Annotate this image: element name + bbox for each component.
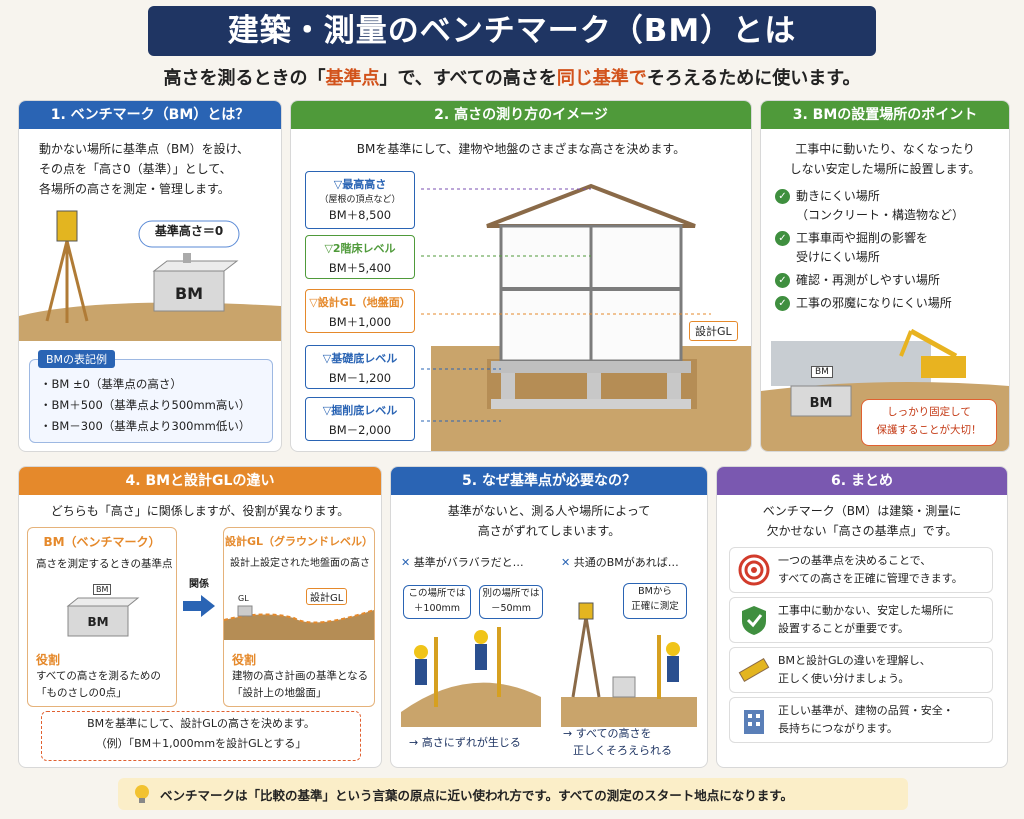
level-excavation-bottom: ▽掘削底レベル BM－2,000: [305, 397, 415, 441]
bubble-accurate: BMから正確に測定: [623, 583, 687, 619]
bm-illustration: [19, 210, 281, 341]
check-icon: ✓: [775, 273, 790, 288]
notation-line: ・BM ±0（基準点の高さ）: [40, 377, 182, 391]
summary-item: 一つの基準点を決めることで、すべての高さを正確に管理できます。: [729, 547, 993, 593]
building-icon: [744, 710, 764, 734]
protect-note: しっかり固定して保護することが大切！: [861, 399, 997, 446]
point-item: ✓工事車両や掘削の影響を: [775, 229, 964, 248]
surveyor-comparison-illustration: [401, 602, 697, 727]
location-points: ✓動きにくい場所 （コンクリート・構造物など） ✓工事車両や掘削の影響を 受けに…: [775, 187, 964, 313]
ruler-icon: [738, 657, 770, 683]
level-foundation-bottom: ▽基礎底レベル BM－1,200: [305, 345, 415, 389]
design-gl-tag: 設計GL: [689, 321, 738, 341]
check-icon: ✓: [775, 296, 790, 311]
panel-header: 5. なぜ基準点が必要なの？: [391, 467, 707, 495]
panel-height-image: 2. 高さの測り方のイメージ BMを基準にして、建物や地盤のさまざまな高さを決め…: [290, 100, 752, 452]
check-icon: ✓: [775, 231, 790, 246]
panel-lead: BMを基準にして、建物や地盤のさまざまな高さを決めます。: [356, 142, 686, 156]
bm-block-label: BM: [174, 284, 204, 303]
panel-lead: 基準がないと、測る人や場所によって高さがずれてしまいます。: [447, 504, 651, 538]
definition-text: 動かない場所に基準点（BM）を設け、その点を「高さ0（基準）」として、各場所の高…: [39, 142, 249, 196]
bm-card: BM（ベンチマーク） 高さを測定するときの基準点 BM BM 役割 すべての高さ…: [27, 527, 177, 707]
level-max-height: ▽最高高さ （屋根の頂点など） BM＋8,500: [305, 171, 415, 229]
panel-summary: 6. まとめ ベンチマーク（BM）は建築・測量に欠かせない「高さの基準点」です。…: [716, 466, 1008, 768]
level-design-gl: ▽設計GL（地盤面） BM＋1,000: [305, 289, 415, 333]
base-height-bubble: 基準高さ＝0: [154, 224, 224, 238]
footer-note: ベンチマークは「比較の基準」という言葉の原点に近い使われ方です。すべての測定のス…: [118, 778, 908, 810]
notation-line: ・BM＋500（基準点より500mm高い）: [40, 398, 251, 412]
point-item: ✓動きにくい場所: [775, 187, 964, 206]
panel-lead: どちらも「高さ」に関係しますが、役割が異なります。: [50, 504, 350, 518]
relation-label: 関係: [189, 579, 209, 590]
panel-header: 1. ベンチマーク（BM）とは？: [19, 101, 281, 129]
panel-bm-definition: 1. ベンチマーク（BM）とは？ 動かない場所に基準点（BM）を設け、その点を「…: [18, 100, 282, 452]
panel-header: 3. BMの設置場所のポイント: [761, 101, 1009, 129]
panel-bm-vs-gl: 4. BMと設計GLの違い どちらも「高さ」に関係しますが、役割が異なります。 …: [18, 466, 382, 768]
panel-lead: ベンチマーク（BM）は建築・測量に欠かせない「高さの基準点」です。: [762, 504, 962, 538]
bubble-minus: 別の場所では－50mm: [479, 585, 543, 619]
notation-line: ・BM－300（基準点より300mm低い）: [40, 419, 251, 433]
bm-block-icon: [66, 597, 140, 637]
house-section-diagram: [421, 183, 751, 451]
ground-level-diagram: [224, 605, 374, 640]
bad-result: → 高さにずれが生じる: [409, 736, 521, 749]
bubble-plus: この場所では＋100mm: [403, 585, 471, 619]
cross-icon: ✕: [401, 556, 411, 569]
page-subtitle: 高さを測るときの「基準点」で、すべての高さを同じ基準でそろえるために使います。: [163, 68, 861, 89]
bad-case-title: ✕ 基準がバラバラだと…: [401, 556, 524, 569]
shield-icon: [742, 606, 766, 635]
cross-icon: ✕: [561, 556, 571, 569]
panel-header: 2. 高さの測り方のイメージ: [291, 101, 751, 129]
good-result: → すべての高さを正しくそろえられる: [563, 727, 672, 757]
panel-why-benchmark: 5. なぜ基準点が必要なの？ 基準がないと、測る人や場所によって高さがずれてしま…: [390, 466, 708, 768]
summary-item: 正しい基準が、建物の品質・安全・長持ちにつながります。: [729, 697, 993, 743]
summary-item: BMと設計GLの違いを理解し、正しく使い分けましょう。: [729, 647, 993, 693]
notation-box: BMの表記例 ・BM ±0（基準点の高さ） ・BM＋500（基準点より500mm…: [29, 350, 273, 443]
notation-title: BMの表記例: [38, 350, 116, 368]
bm-block-label: BM: [809, 396, 833, 411]
bm-plate: BM: [811, 366, 833, 378]
panel-bm-location: 3. BMの設置場所のポイント 工事中に動いたり、なくなったりしない安定した場所…: [760, 100, 1010, 452]
page-title: 建築・測量のベンチマーク（BM）とは: [148, 6, 876, 56]
point-item: ✓工事の邪魔になりにくい場所: [775, 294, 964, 313]
summary-item: 工事中に動かない、安定した場所に設置することが重要です。: [729, 597, 993, 643]
lightbulb-icon: [135, 785, 149, 803]
panel-header: 4. BMと設計GLの違い: [19, 467, 381, 495]
target-icon: [738, 554, 770, 586]
relation-note: BMを基準にして、設計GLの高さを決めます。（例）「BM＋1,000mmを設計G…: [41, 711, 361, 761]
level-2f-floor: ▽2階床レベル BM＋5,400: [305, 235, 415, 279]
footer-text: ベンチマークは「比較の基準」という言葉の原点に近い使われ方です。すべての測定のス…: [160, 788, 794, 803]
design-gl-card: 設計GL（グラウンドレベル） 設計上設定された地盤面の高さ GL 設計GL 役割…: [223, 527, 375, 707]
point-item: ✓確認・再測がしやすい場所: [775, 271, 964, 290]
check-icon: ✓: [775, 189, 790, 204]
good-case-title: ✕ 共通のBMがあれば…: [561, 556, 679, 569]
panel-lead: 工事中に動いたり、なくなったりしない安定した場所に設置します。: [789, 142, 981, 176]
arrow-right-icon: [183, 595, 215, 617]
panel-header: 6. まとめ: [717, 467, 1007, 495]
